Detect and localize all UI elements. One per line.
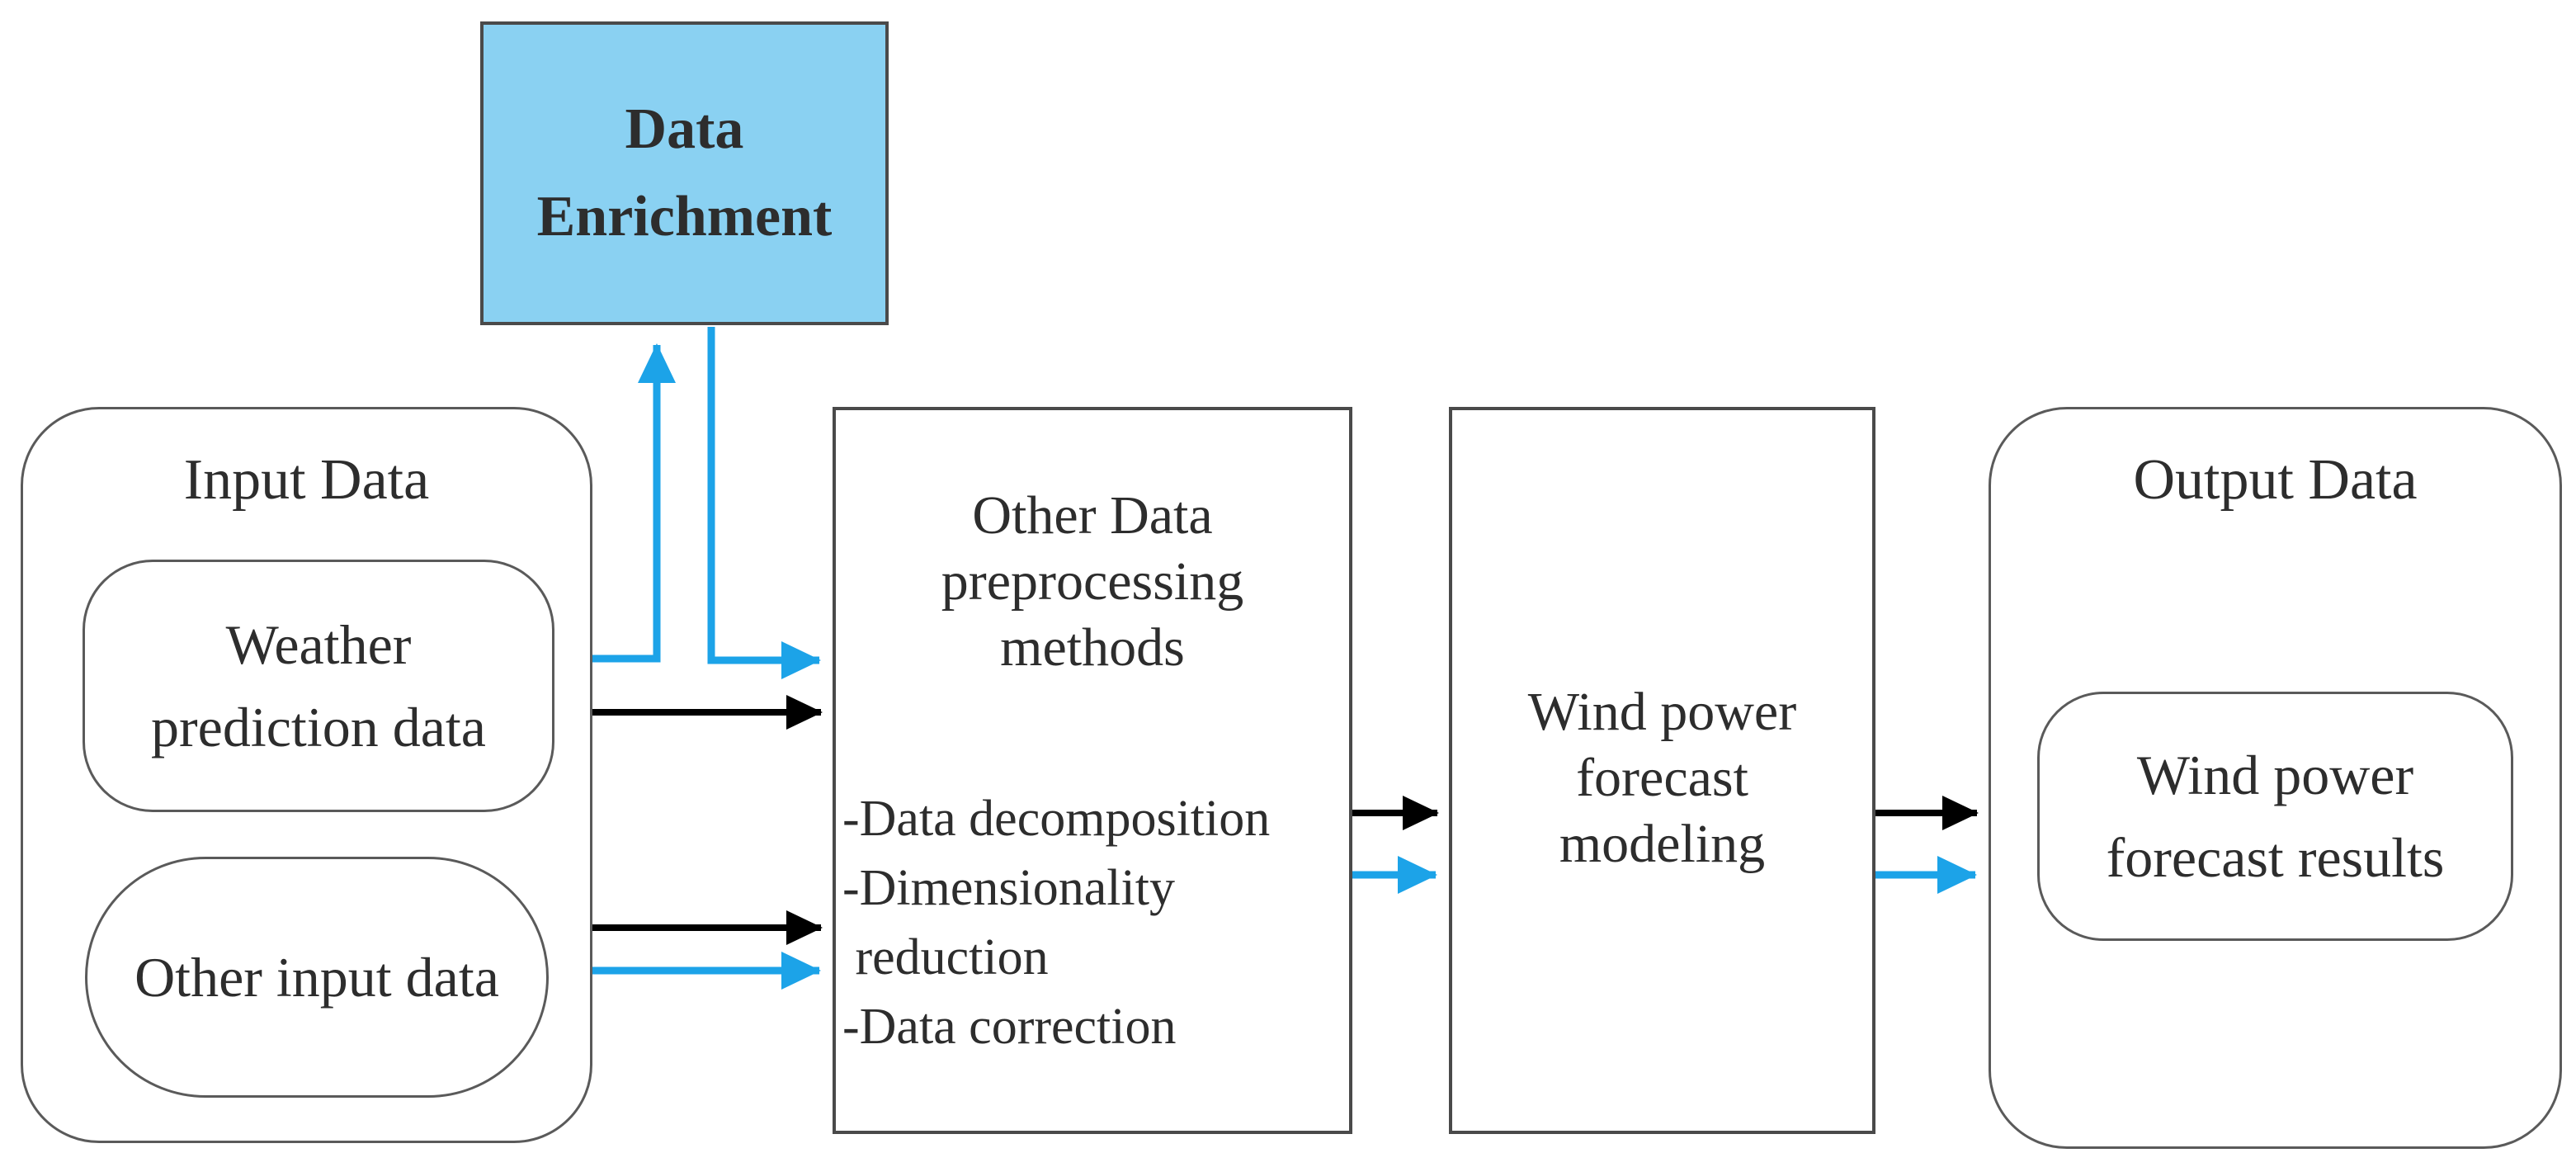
weather-prediction-data-node: Weather prediction data [83,560,554,812]
preprocessing-list: -Data decomposition -Dimensionality redu… [842,784,1344,1061]
preprocessing-item: -Data correction [842,999,1177,1055]
other-input-data-node: Other input data [85,857,549,1098]
arrow-enrichment-to-preprocessing [707,327,821,679]
preprocessing-item: -Data decomposition [842,791,1271,847]
output-data-title: Output Data [2133,448,2418,512]
forecast-results-node: Wind power forecast results [2037,692,2513,941]
input-data-title: Input Data [183,448,430,512]
preprocessing-item: reduction [842,929,1049,985]
modeling-box: Wind power forecast modeling [1449,407,1875,1134]
data-enrichment-box: Data Enrichment [480,21,889,325]
preprocessing-box: Other Data preprocessing methods -Data d… [833,407,1352,1134]
preprocessing-item: -Dimensionality [842,860,1175,916]
preprocessing-heading: Other Data preprocessing methods [941,485,1244,678]
